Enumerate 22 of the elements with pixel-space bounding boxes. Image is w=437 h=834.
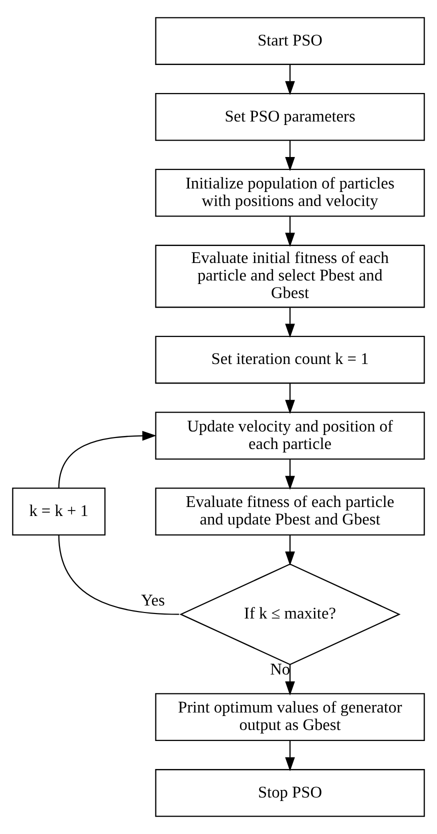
arrow	[285, 216, 295, 247]
arrow	[58, 430, 156, 488]
node-box: Set PSO parameters	[155, 92, 425, 141]
edge-label: Yes	[141, 590, 165, 610]
node-box: Evaluate fitness of each particle and update Pbest and Gbest	[155, 488, 425, 536]
arrow	[285, 308, 295, 338]
arrow	[285, 459, 295, 490]
arrow	[285, 383, 295, 414]
connector	[58, 534, 180, 615]
arrow	[285, 740, 295, 772]
node-box: Print optimum values of generator output as Gbest	[155, 693, 425, 742]
node-box: Set iteration count k = 1	[155, 336, 425, 384]
arrow	[285, 664, 295, 696]
node-box: k = k + 1	[12, 488, 106, 536]
arrow	[285, 140, 295, 172]
node-box: Stop PSO	[155, 769, 425, 817]
node-box: Start PSO	[155, 17, 425, 65]
arrow	[285, 64, 295, 96]
node-box: Initialize population of particles with positions and velocity	[155, 168, 425, 217]
arrow	[285, 535, 295, 566]
node-box: Evaluate initial fitness of each particle and select Pbest and Gbest	[155, 244, 425, 308]
node-box: Update velocity and position of each particle	[155, 412, 425, 460]
